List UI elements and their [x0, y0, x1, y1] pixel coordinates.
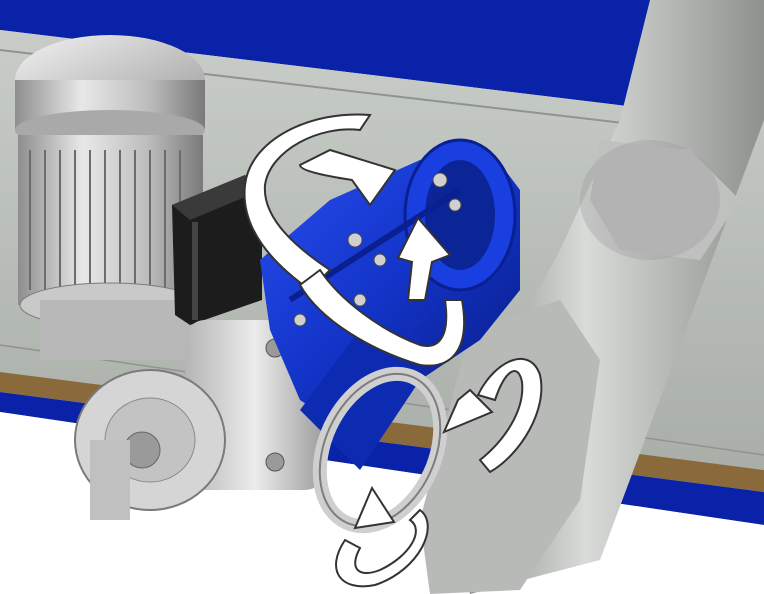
pipe-flange — [312, 366, 448, 534]
rotation-arrow-top — [243, 113, 397, 292]
blue-panel — [0, 0, 700, 110]
rotation-arrow-middle — [298, 216, 466, 367]
junction-box — [172, 175, 262, 325]
electric-motor — [15, 35, 205, 360]
rotation-arrow-bottom — [335, 485, 429, 588]
rotation-arrow-lower — [442, 357, 543, 474]
gearbox — [74, 320, 325, 520]
angled-pipe — [420, 0, 764, 594]
